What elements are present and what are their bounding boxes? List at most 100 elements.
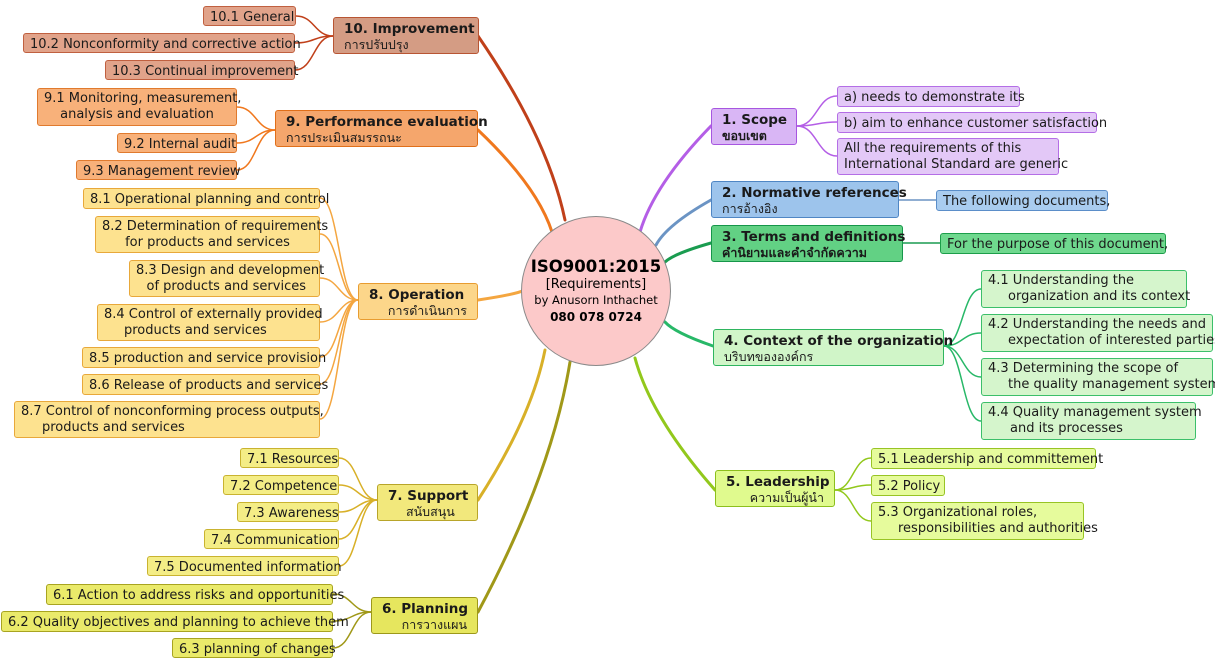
item-5-1[interactable]: 5.1 Leadership and committement [871, 448, 1103, 469]
branch-title: 8. Operation [369, 287, 465, 303]
connector-b8-2 [319, 277, 359, 301]
trunk-b10 [476, 34, 567, 222]
branch-normative-references[interactable]: 2. Normative references การอ้างอิง [711, 181, 907, 218]
item-8-6[interactable]: 8.6 Release of products and services [82, 374, 328, 395]
trunk-b1 [638, 124, 713, 234]
branch-title: 3. Terms and definitions [722, 229, 906, 245]
branch-context-of-organization[interactable]: 4. Context of the organization บริบทของอ… [713, 329, 954, 366]
connector-b8-0 [319, 197, 359, 301]
branch-thai-label: ความเป็นผู้นำ [749, 490, 824, 505]
connector-b4-3 [943, 345, 982, 422]
branch-scope[interactable]: 1. Scope ขอบเขต [711, 108, 797, 145]
connector-b8-4 [319, 299, 359, 358]
item-4-4[interactable]: 4.4 Quality management system and its pr… [981, 402, 1202, 440]
branch-improvement[interactable]: 10. Improvement การปรับปรุง [333, 17, 479, 54]
item-8-7[interactable]: 8.7 Control of nonconforming process out… [14, 401, 324, 438]
branch-thai-label: บริบทขององค์กร [724, 349, 814, 364]
branch-thai-label: สนับสนุน [406, 504, 455, 519]
item-6-2[interactable]: 6.2 Quality objectives and planning to a… [1, 611, 349, 632]
branch-thai-label: การดำเนินการ [387, 303, 467, 318]
item-6-3[interactable]: 6.3 planning of changes [172, 638, 336, 658]
connector-b8-6 [319, 299, 359, 420]
item-8-2[interactable]: 8.2 Determination of requirements for pr… [95, 216, 328, 253]
connector-b5-0 [834, 457, 872, 491]
connector-b5-2 [834, 489, 872, 522]
item-7-1[interactable]: 7.1 Resources [240, 448, 339, 468]
branch-leadership[interactable]: 5. Leadership ความเป็นผู้นำ [715, 470, 835, 507]
branch-performance-evaluation[interactable]: 9. Performance evaluation การประเมินสมรร… [275, 110, 488, 147]
item-7-5[interactable]: 7.5 Documented information [147, 556, 342, 576]
connector-b4-0 [943, 288, 982, 347]
item-7-3[interactable]: 7.3 Awareness [237, 502, 339, 522]
connector-b9-2 [236, 129, 276, 171]
connector-b10-2 [294, 35, 334, 71]
item-9-2[interactable]: 9.2 Internal audit [117, 133, 237, 153]
branch-operation[interactable]: 8. Operation การดำเนินการ [358, 283, 478, 320]
branch-planning[interactable]: 6. Planning การวางแผน [371, 597, 478, 634]
item-7-4[interactable]: 7.4 Communication [204, 529, 339, 549]
branch-thai-label: การวางแผน [401, 617, 467, 632]
item-10-2[interactable]: 10.2 Nonconformity and corrective action [23, 33, 301, 53]
item-1-b[interactable]: b) aim to enhance customer satisfaction [837, 112, 1107, 133]
item-10-1[interactable]: 10.1 General [203, 6, 296, 26]
trunk-b5 [633, 356, 717, 492]
item-10-3[interactable]: 10.3 Continual improvement [105, 60, 298, 80]
item-4-1[interactable]: 4.1 Understanding the organization and i… [981, 270, 1190, 308]
branch-thai-label: การปรับปรุง [344, 37, 409, 52]
connector-b10-0 [295, 15, 334, 37]
connector-b8-5 [319, 299, 359, 385]
item-9-3[interactable]: 9.3 Management review [76, 160, 241, 180]
branch-thai-label: การประเมินสมรรถนะ [286, 130, 402, 145]
item-9-1[interactable]: 9.1 Monitoring, measurement, analysis an… [37, 88, 241, 126]
central-topic[interactable]: ISO9001:2015 [Requirements] by Anusorn I… [521, 216, 671, 366]
connector-b7-4 [338, 499, 378, 567]
item-6-1[interactable]: 6.1 Action to address risks and opportun… [46, 584, 344, 605]
trunk-b9 [476, 128, 554, 234]
item-8-4[interactable]: 8.4 Control of externally provided produ… [97, 304, 323, 341]
item-8-1[interactable]: 8.1 Operational planning and control [83, 188, 329, 209]
branch-thai-label: การอ้างอิง [722, 201, 778, 216]
trunk-b6 [476, 360, 572, 614]
branch-title: 9. Performance evaluation [286, 114, 488, 130]
branch-thai-label: คำนิยามและคำจำกัดความ [722, 245, 867, 260]
connector-b6-2 [332, 611, 372, 649]
item-4-2[interactable]: 4.2 Understanding the needs and expectat… [981, 314, 1215, 352]
branch-title: 1. Scope [722, 112, 788, 128]
branch-title: 5. Leadership [726, 474, 830, 490]
item-2-a[interactable]: The following documents, [936, 190, 1110, 211]
branch-title: 4. Context of the organization [724, 333, 954, 349]
branch-title: 7. Support [388, 488, 469, 504]
branch-title: 2. Normative references [722, 185, 907, 201]
item-4-3[interactable]: 4.3 Determining the scope of the quality… [981, 358, 1215, 396]
central-phone: 080 078 0724 [550, 310, 642, 324]
connector-b7-0 [338, 457, 378, 501]
branch-support[interactable]: 7. Support สนับสนุน [377, 484, 478, 521]
branch-title: 10. Improvement [344, 21, 475, 37]
trunk-b7 [476, 348, 547, 502]
item-8-3[interactable]: 8.3 Design and development of products a… [129, 260, 324, 297]
branch-terms-and-definitions[interactable]: 3. Terms and definitions คำนิยามและคำจำก… [711, 225, 906, 262]
item-3-a[interactable]: For the purpose of this document, [940, 233, 1168, 254]
connector-b4-2 [943, 345, 982, 378]
connector-b8-1 [319, 233, 359, 301]
item-1-a[interactable]: a) needs to demonstrate its [837, 86, 1025, 107]
item-8-5[interactable]: 8.5 production and service provision [82, 347, 326, 368]
branch-thai-label: ขอบเขต [722, 128, 767, 143]
connector-b1-1 [796, 121, 838, 127]
trunk-b8 [476, 288, 527, 302]
item-5-2[interactable]: 5.2 Policy [871, 475, 945, 496]
connector-b4-1 [943, 332, 982, 347]
item-7-2[interactable]: 7.2 Competence [223, 475, 339, 495]
branch-title: 6. Planning [382, 601, 468, 617]
trunk-b4 [663, 320, 715, 348]
item-1-c[interactable]: All the requirements of this Internation… [837, 138, 1068, 175]
connector-b9-0 [236, 106, 276, 131]
trunk-b3 [663, 241, 713, 264]
connector-b5-1 [834, 484, 872, 491]
connector-b1-2 [796, 125, 838, 157]
central-title: ISO9001:2015 [530, 257, 662, 276]
central-subtitle: [Requirements] [545, 277, 647, 292]
item-5-3[interactable]: 5.3 Organizational roles, responsibiliti… [871, 502, 1098, 540]
central-author: by Anusorn Inthachet [534, 293, 658, 307]
